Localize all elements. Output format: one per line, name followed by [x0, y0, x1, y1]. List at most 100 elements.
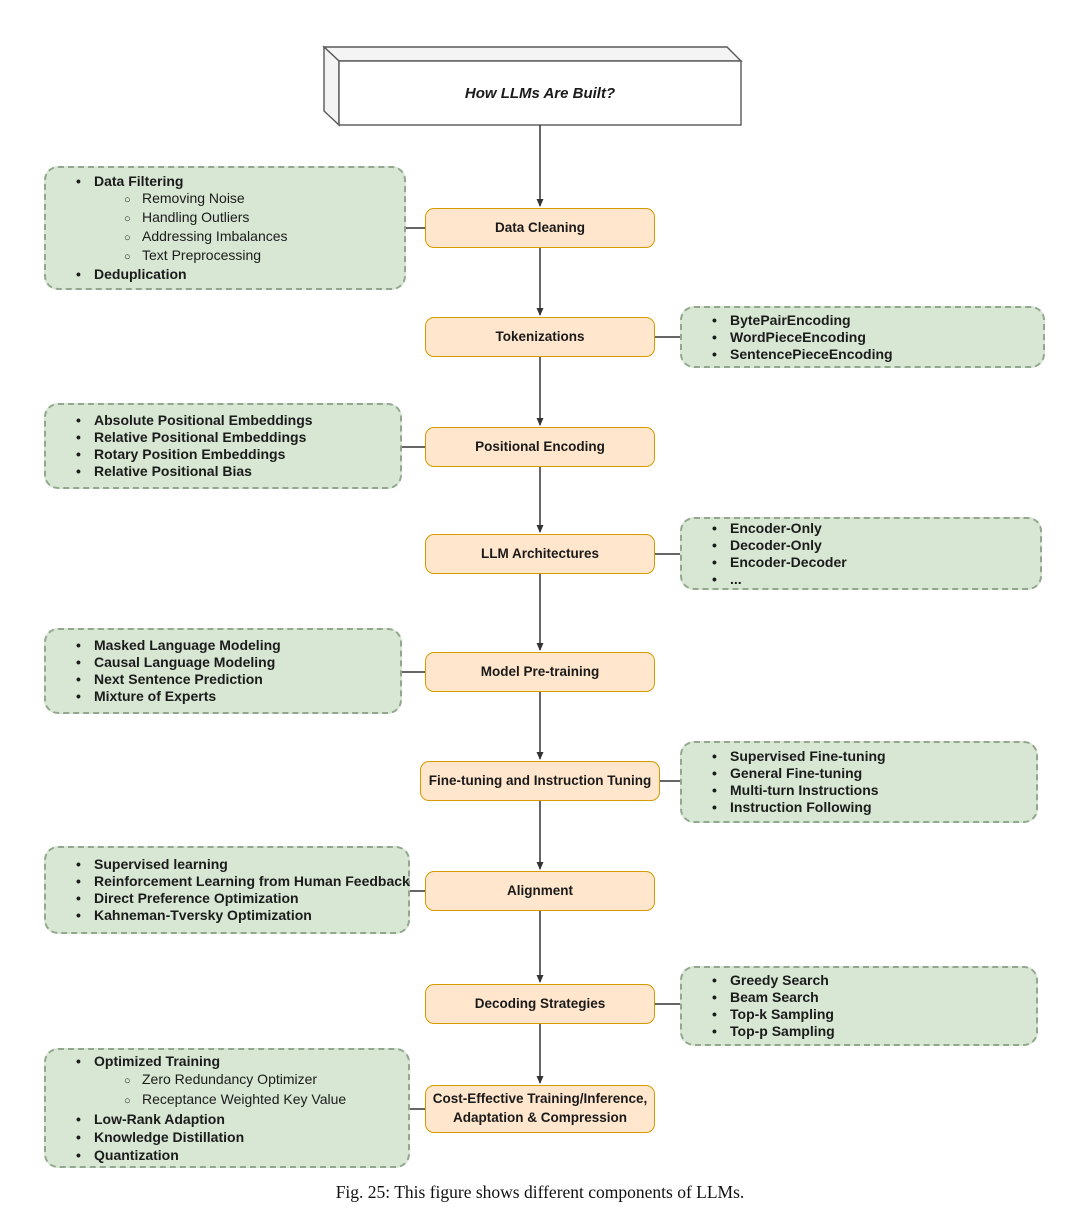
detail-item: • Rotary Position Embeddings	[76, 446, 394, 463]
disc-bullet-icon: •	[76, 637, 81, 653]
detail-panel-tokenizations: • BytePairEncoding • WordPieceEncoding • Sent…	[680, 306, 1045, 368]
detail-subitem: ○Receptance Weighted Key Value	[76, 1090, 402, 1110]
detail-item: •Kahneman-Tversky Optimization	[76, 907, 402, 924]
disc-bullet-icon: •	[712, 345, 717, 362]
detail-panel-data-cleaning: •Data Filtering○Removing Noise○Handling …	[44, 166, 406, 290]
disc-bullet-icon: •	[712, 519, 717, 536]
detail-item: •Direct Preference Optimization	[76, 890, 402, 907]
detail-subitem: ○ Text Preprocessing	[76, 247, 398, 266]
disc-bullet-icon: •	[712, 553, 717, 570]
detail-panel-positional-encoding: •Absolute Positional Embeddings•Relative…	[44, 403, 402, 489]
detail-item: •Knowledge Distillation	[76, 1128, 402, 1146]
disc-bullet-icon: •	[712, 1006, 717, 1022]
detail-item-label: Deduplication	[94, 266, 187, 282]
detail-item-label: Supervised Fine-tuning	[730, 748, 886, 764]
disc-bullet-icon: •	[76, 1111, 81, 1127]
detail-item: •Causal Language Modeling	[76, 654, 394, 671]
detail-item-label: Multi-turn Instructions	[730, 782, 879, 798]
flow-node-label: Cost-Effective Training/Inference, Adapt…	[432, 1091, 648, 1125]
detail-item-label: Relative Positional Bias	[94, 463, 252, 479]
detail-item: •Optimized Training	[76, 1052, 402, 1070]
detail-item-label: Absolute Positional Embeddings	[94, 412, 313, 428]
detail-item: •Greedy Search	[712, 972, 1030, 989]
flow-node-cost-effective-training-inference-adaptation-compression: Cost-Effective Training/Inference, Adapt…	[425, 1085, 655, 1133]
detail-item: • Reinforcement Learning from Human Feedb…	[76, 873, 410, 890]
disc-bullet-icon: •	[76, 873, 81, 889]
detail-item-label: BytePairEncoding	[730, 311, 851, 328]
detail-item-label: Data Filtering	[94, 173, 184, 189]
flow-arrows	[402, 125, 680, 1110]
flow-node-fine-tuning-and-instruction-tuning: Fine-tuning and Instruction Tuning	[420, 761, 660, 801]
detail-item: •...	[712, 571, 1034, 588]
detail-item-label: General Fine-tuning	[730, 765, 863, 781]
flow-node-alignment: Alignment	[425, 871, 655, 911]
detail-item-label: Text Preprocessing	[142, 247, 262, 263]
detail-item-label: Low-Rank Adaption	[94, 1111, 225, 1127]
detail-item-label: Masked Language Modeling	[94, 637, 281, 653]
detail-item-label: Handling Outliers	[142, 209, 250, 225]
disc-bullet-icon: •	[712, 972, 717, 988]
detail-item-label: ...	[730, 570, 742, 587]
detail-item: •Top-p Sampling	[712, 1023, 1030, 1040]
detail-item: • Multi-turn Instructions	[712, 782, 1030, 799]
detail-item-label: Optimized Training	[94, 1053, 221, 1069]
detail-item: • WordPieceEncoding	[712, 329, 1037, 346]
diagram-title: How LLMs Are Built?	[464, 84, 616, 102]
circle-bullet-icon: ○	[124, 232, 131, 244]
detail-item: • BytePairEncoding	[712, 312, 1037, 329]
flow-node-decoding-strategies: Decoding Strategies	[425, 984, 655, 1024]
detail-item: • Supervised Fine-tuning	[712, 748, 1030, 765]
detail-panel-model-pre-training: • Masked Language Modeling•Causal Languag…	[44, 628, 402, 714]
detail-item: •Encoder-Only	[712, 520, 1034, 537]
disc-bullet-icon: •	[76, 1129, 81, 1145]
flow-node-label: Fine-tuning and Instruction Tuning	[428, 772, 652, 788]
detail-item-label: SentencePieceEncoding	[730, 345, 893, 362]
disc-bullet-icon: •	[712, 765, 717, 781]
circle-bullet-icon: ○	[124, 1075, 131, 1087]
detail-item-label: Supervised learning	[94, 856, 228, 872]
detail-subitem: ○ Zero Redundancy Optimizer	[76, 1070, 402, 1090]
flow-node-data-cleaning: Data Cleaning	[425, 208, 655, 248]
disc-bullet-icon: •	[76, 412, 81, 428]
detail-item-label: Reinforcement Learning from Human Feedba…	[94, 873, 410, 889]
flow-node-label: LLM Architectures	[480, 545, 600, 561]
detail-subitem: ○Addressing Imbalances	[76, 228, 398, 247]
flow-node-label: Alignment	[507, 882, 573, 898]
disc-bullet-icon: •	[712, 799, 717, 815]
detail-item: • Supervised learning	[76, 856, 402, 873]
detail-item-label: Zero Redundancy Optimizer	[142, 1071, 318, 1087]
detail-item-label: Next Sentence Prediction	[94, 671, 263, 687]
detail-item-label: Top-k Sampling	[730, 1006, 834, 1022]
circle-bullet-icon: ○	[124, 194, 131, 206]
disc-bullet-icon: •	[712, 748, 717, 764]
detail-item-label: Rotary Position Embeddings	[94, 446, 286, 462]
detail-item-label: WordPieceEncoding	[730, 328, 866, 345]
disc-bullet-icon: •	[76, 1147, 81, 1163]
detail-item: • Low-Rank Adaption	[76, 1110, 402, 1128]
disc-bullet-icon: •	[712, 570, 717, 587]
flow-node-label: Decoding Strategies	[474, 995, 606, 1011]
detail-subitem: ○Handling Outliers	[76, 209, 398, 228]
detail-item: •Relative Positional Embeddings	[76, 429, 394, 446]
flow-node-model-pre-training: Model Pre-training	[425, 652, 655, 692]
detail-item: •Next Sentence Prediction	[76, 671, 394, 688]
detail-panel-decoding-strategies: •Greedy Search•Beam Search•Top-k Samplin…	[680, 966, 1038, 1046]
circle-bullet-icon: ○	[124, 251, 131, 263]
detail-item-label: Kahneman-Tversky Optimization	[94, 907, 312, 923]
detail-item: • Top-k Sampling	[712, 1006, 1030, 1023]
flow-node-label: Model Pre-training	[480, 663, 600, 679]
detail-item: •Quantization	[76, 1146, 402, 1164]
disc-bullet-icon: •	[76, 463, 81, 479]
disc-bullet-icon: •	[76, 446, 81, 462]
disc-bullet-icon: •	[76, 856, 81, 872]
detail-item-label: Beam Search	[730, 989, 819, 1005]
disc-bullet-icon: •	[76, 429, 81, 445]
disc-bullet-icon: •	[76, 654, 81, 670]
disc-bullet-icon: •	[712, 311, 717, 328]
flow-node-label: Tokenizations	[495, 328, 585, 344]
disc-bullet-icon: •	[712, 782, 717, 798]
detail-item: • Relative Positional Bias	[76, 463, 394, 480]
disc-bullet-icon: •	[712, 328, 717, 345]
detail-item: •Decoder-Only	[712, 537, 1034, 554]
